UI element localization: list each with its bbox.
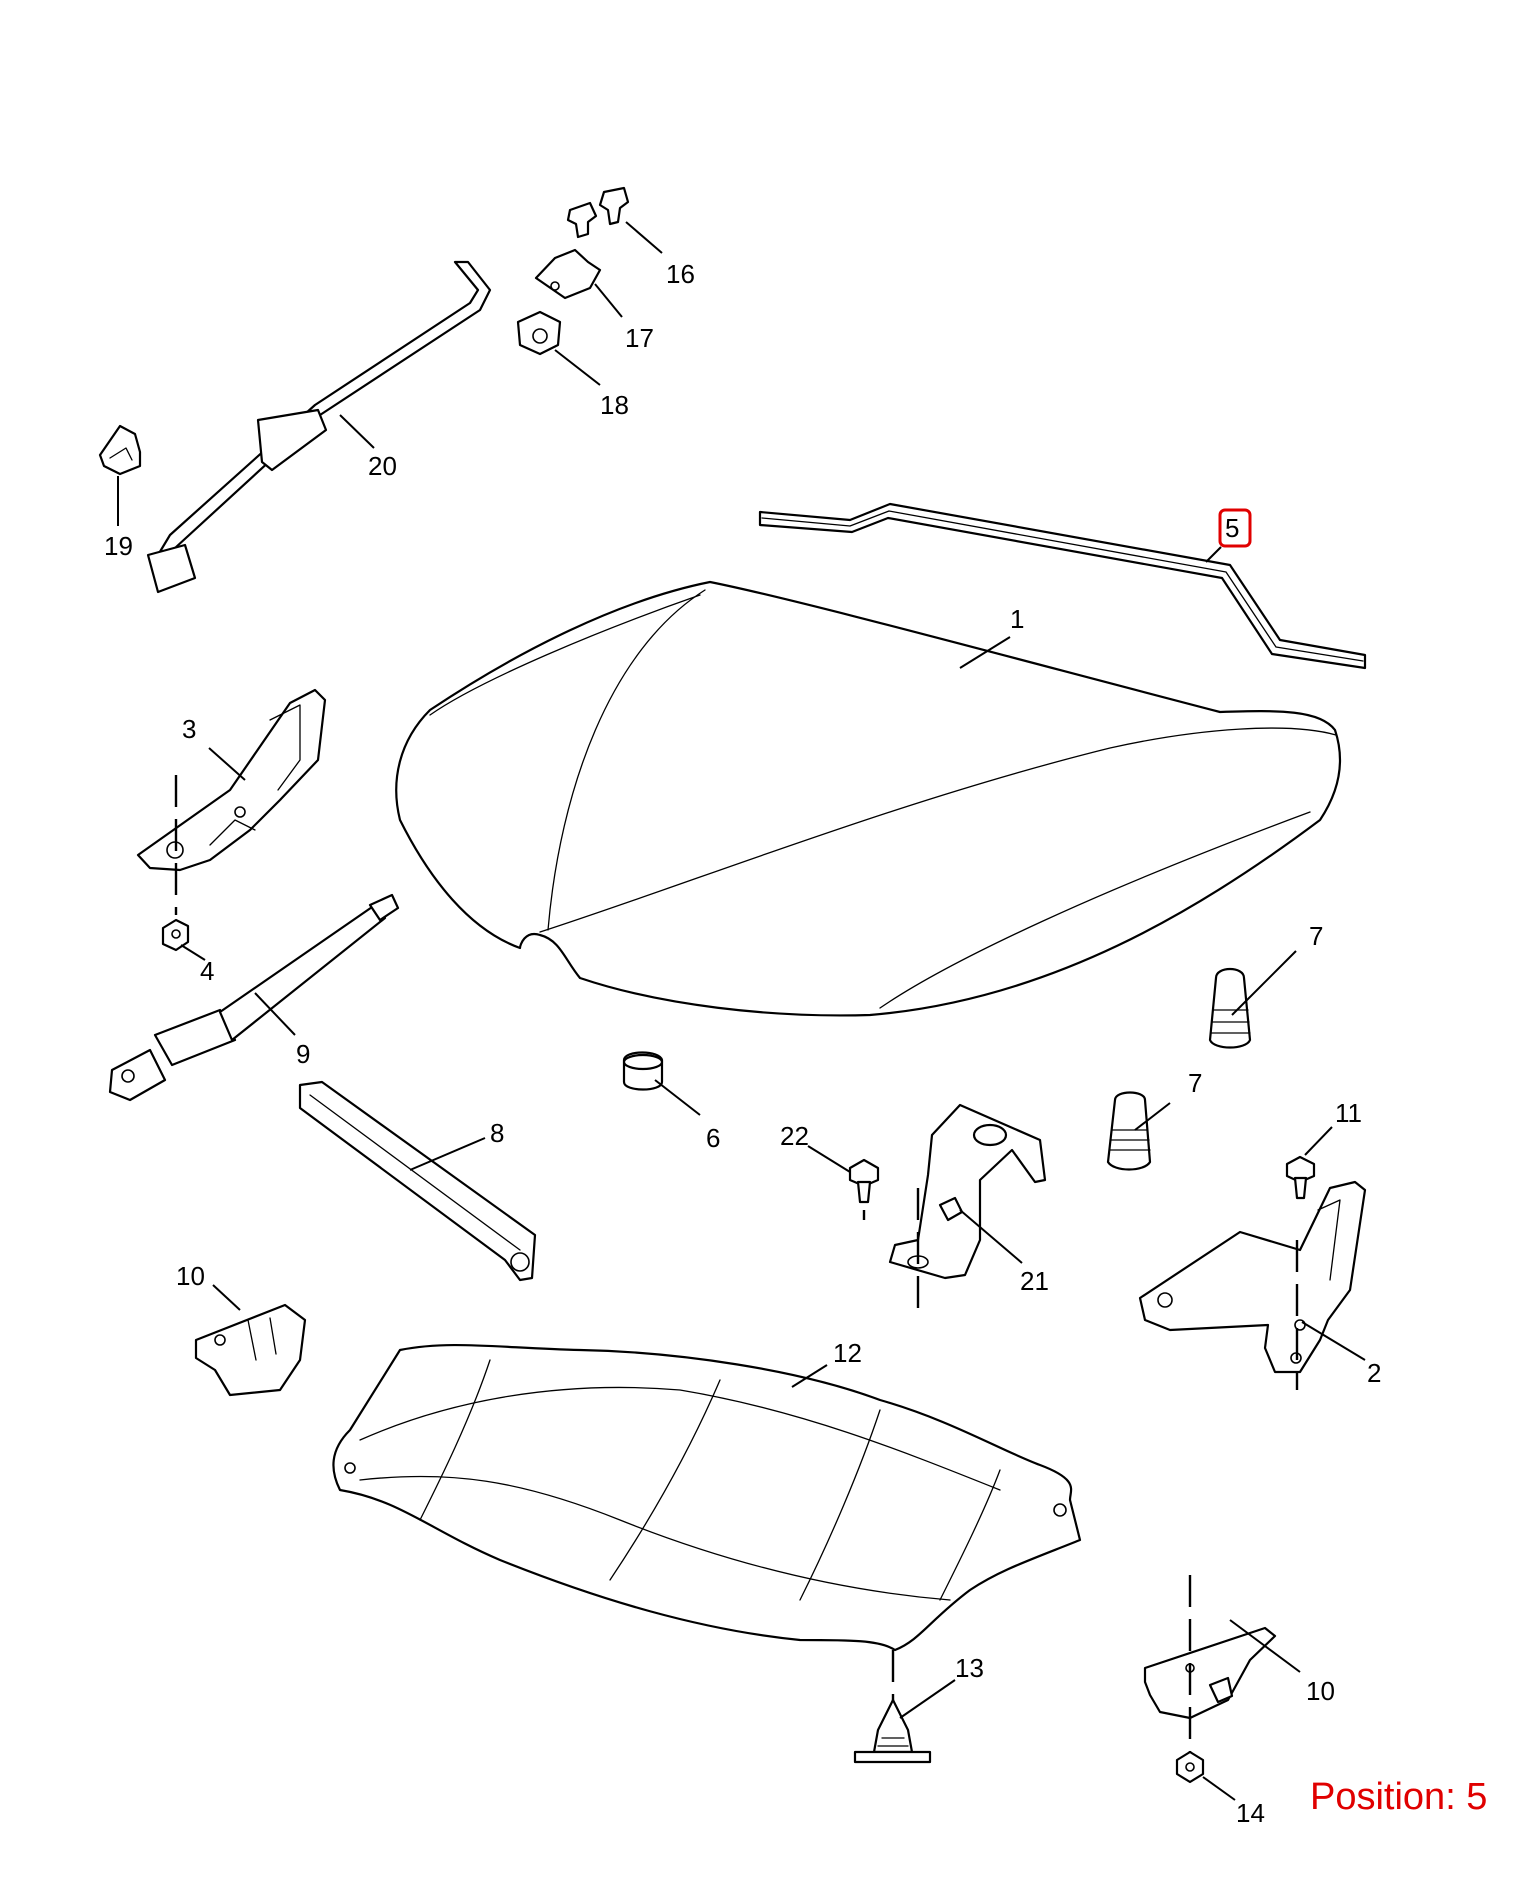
callout-5-highlight xyxy=(1218,508,1252,548)
callout-11[interactable]: 11 xyxy=(1335,1098,1362,1128)
callout-18[interactable]: 18 xyxy=(600,390,629,420)
part-7-buffer-upper[interactable] xyxy=(1208,967,1252,1049)
callout-20[interactable]: 20 xyxy=(368,451,397,481)
callout-14[interactable]: 14 xyxy=(1236,1798,1265,1828)
leader-lines xyxy=(117,221,1366,1801)
part-20-hood-stay-rod[interactable] xyxy=(146,260,492,594)
part-6-bump-stop[interactable] xyxy=(622,1051,664,1091)
callout-8[interactable]: 8 xyxy=(490,1118,504,1148)
callout-21[interactable]: 21 xyxy=(1020,1266,1049,1296)
callout-9[interactable]: 9 xyxy=(296,1039,310,1069)
part-21-striker-bracket[interactable] xyxy=(888,1103,1047,1280)
callout-10-right[interactable]: 10 xyxy=(1306,1676,1335,1706)
callout-13[interactable]: 13 xyxy=(955,1653,984,1683)
callout-1[interactable]: 1 xyxy=(1010,604,1024,634)
part-17-clip[interactable] xyxy=(534,248,602,300)
part-14-nut[interactable] xyxy=(1175,1750,1205,1784)
part-10-bracket-right[interactable] xyxy=(1143,1626,1277,1720)
callout-19[interactable]: 19 xyxy=(104,531,133,561)
part-19-clip[interactable] xyxy=(98,424,142,476)
part-22-bolt[interactable] xyxy=(848,1158,880,1204)
callout-10-left[interactable]: 10 xyxy=(176,1261,205,1291)
part-1-hood-panel[interactable] xyxy=(395,580,1342,1017)
callout-labels: 1 2 3 4 5 6 7 7 8 9 10 10 11 12 13 14 16… xyxy=(104,259,1381,1828)
part-9-gas-strut[interactable] xyxy=(108,893,400,1102)
part-11-bolt[interactable] xyxy=(1285,1155,1316,1200)
part-8-seal-bar[interactable] xyxy=(298,1080,537,1282)
callout-5[interactable]: 5 xyxy=(1225,513,1239,543)
callout-17[interactable]: 17 xyxy=(625,323,654,353)
callout-2[interactable]: 2 xyxy=(1367,1358,1381,1388)
part-4-nut[interactable] xyxy=(161,918,190,952)
part-5-hood-seal[interactable] xyxy=(758,502,1367,670)
callout-7-upper[interactable]: 7 xyxy=(1309,921,1323,951)
part-13-push-pin[interactable] xyxy=(853,1698,932,1764)
callout-6[interactable]: 6 xyxy=(706,1123,720,1153)
callout-3[interactable]: 3 xyxy=(182,714,196,744)
part-12-hood-insulator[interactable] xyxy=(332,1343,1082,1652)
part-7-buffer-lower[interactable] xyxy=(1106,1091,1152,1171)
callout-22[interactable]: 22 xyxy=(780,1121,809,1151)
callout-4[interactable]: 4 xyxy=(200,956,214,986)
part-16-bolts[interactable] xyxy=(566,186,630,239)
callout-12[interactable]: 12 xyxy=(833,1338,862,1368)
callout-16[interactable]: 16 xyxy=(666,259,695,289)
part-10-bracket-left[interactable] xyxy=(194,1303,307,1397)
part-18-grommet[interactable] xyxy=(516,310,562,356)
callout-7-lower[interactable]: 7 xyxy=(1188,1068,1202,1098)
position-label: Position: 5 xyxy=(1310,1776,1488,1818)
part-3-hood-hinge-left[interactable] xyxy=(136,688,327,872)
part-2-hood-hinge-right[interactable] xyxy=(1138,1180,1367,1374)
